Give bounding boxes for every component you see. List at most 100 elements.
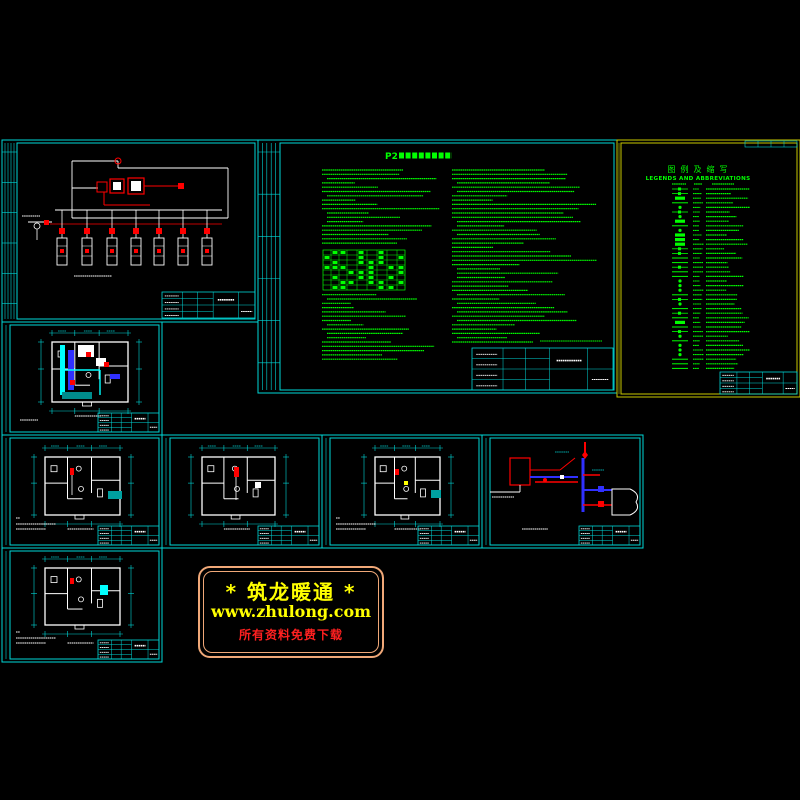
- table-cell-text: [340, 266, 346, 269]
- table-cell-text: [378, 281, 384, 284]
- table-cell-text: [398, 256, 404, 259]
- terminal-unit-detail: [205, 249, 209, 253]
- sheet-floor-plan-1: [1, 321, 163, 436]
- duct-cyan: [60, 345, 65, 395]
- sheet-floor-plan-2: [1, 434, 163, 549]
- drawing-frame: [620, 142, 798, 395]
- table-cell-text: [368, 281, 374, 284]
- fan-coil-icon: [104, 362, 109, 367]
- sheet-design-notes: [257, 139, 618, 394]
- revision-box: [744, 140, 798, 148]
- fixture-icon: [75, 465, 82, 472]
- entrance-door: [230, 514, 241, 520]
- duct-blue: [110, 374, 120, 379]
- entrance-door: [82, 401, 92, 407]
- fixture-icon: [379, 465, 387, 473]
- legend-symbol-block: [675, 196, 685, 200]
- drawing-frame: [279, 142, 615, 391]
- heat-exchanger-core: [131, 181, 141, 191]
- entrance-door: [400, 514, 410, 520]
- terminal-unit-icon: [81, 237, 93, 266]
- sheet-floor-plan-4: [321, 434, 483, 549]
- sheet-system-diagram: [481, 434, 644, 549]
- valve-icon: [178, 183, 184, 189]
- valve-icon: [582, 451, 588, 459]
- fixture-icon: [234, 485, 240, 492]
- sheet-border: [1, 547, 163, 663]
- table-cell-text: [332, 286, 338, 289]
- heat-exchanger-core: [113, 182, 121, 190]
- equipment-block: [255, 482, 261, 488]
- sheet-floor-plan-5: [1, 547, 163, 663]
- duct-teal: [108, 491, 122, 499]
- sheet-border: [1, 139, 259, 323]
- fan-coil-icon: [70, 578, 74, 584]
- terminal-unit-detail: [181, 249, 185, 253]
- title-block: [719, 371, 798, 395]
- terminal-unit-icon: [106, 237, 118, 266]
- table-cell-text: [340, 281, 346, 284]
- legend-symbol-dot: [678, 353, 682, 357]
- valve-icon: [44, 220, 49, 225]
- title-block: [97, 412, 160, 433]
- entrance-door: [74, 514, 85, 520]
- fan-coil-icon: [234, 467, 239, 477]
- legend-title-en: LEGENDS AND ABBREVIATIONS: [646, 176, 751, 182]
- floor-plan: [188, 445, 289, 527]
- table-cell-text: [332, 251, 338, 254]
- legend-symbol-block: [678, 210, 681, 214]
- title-block: [578, 525, 641, 546]
- valve-icon: [204, 228, 210, 234]
- notes-column-left: [322, 169, 440, 360]
- watermark-slogan: 所有资料免费下载: [238, 628, 343, 642]
- terminal-unit-detail: [85, 249, 89, 253]
- legend-symbol-block: [678, 311, 681, 315]
- valve-icon: [598, 501, 604, 507]
- legend-symbol-dot: [678, 215, 682, 219]
- drawing-frame: [16, 142, 256, 320]
- drawing-frame: [9, 437, 160, 546]
- sheet-border: [257, 139, 618, 394]
- legend-symbol-block: [675, 242, 685, 246]
- fixture-icon: [85, 372, 92, 378]
- title-block: [257, 525, 320, 546]
- table-cell-text: [324, 256, 330, 259]
- legend-symbol-block: [675, 233, 685, 237]
- terminal-unit-detail: [157, 249, 161, 253]
- table-cell-text: [398, 266, 404, 269]
- terminal-unit-detail: [60, 249, 64, 253]
- fixture-icon: [78, 485, 84, 492]
- table-cell-text: [388, 266, 394, 269]
- watermark-brand: * 筑龙暖通 *: [225, 580, 357, 604]
- legend-symbol-block: [678, 247, 681, 251]
- fixture-icon: [50, 576, 58, 583]
- fixture-icon: [252, 488, 259, 498]
- sheet-border: [616, 139, 800, 398]
- legend-symbol-dot: [678, 348, 682, 352]
- table-cell-text: [358, 271, 364, 274]
- terminal-unit-icon: [130, 237, 142, 266]
- design-notes-title-prefix: P2: [385, 152, 398, 162]
- table-cell-text: [332, 261, 338, 264]
- legend-symbol-block: [675, 238, 685, 242]
- table-cell-text: [368, 276, 374, 279]
- legend-symbol-block: [678, 192, 681, 196]
- legend-symbol-block: [678, 297, 681, 301]
- fan-coil-icon: [70, 380, 75, 385]
- table-cell-text: [388, 276, 394, 279]
- table-cell-text: [368, 271, 374, 274]
- legend-symbol-dot: [678, 334, 682, 338]
- watermark-inner-border: * 筑龙暖通 * www.zhulong.com 所有资料免费下载: [203, 571, 379, 653]
- duct-teal: [62, 392, 92, 399]
- terminal-unit-icon: [177, 237, 189, 266]
- valve-icon: [59, 228, 65, 234]
- system-schematic: [22, 157, 229, 277]
- title-block: [97, 525, 160, 546]
- fan-coil-icon: [86, 352, 91, 357]
- title-block: [471, 347, 614, 391]
- title-block: [417, 525, 480, 546]
- expansion-tank-icon: [114, 157, 122, 165]
- legend-symbol-dot: [678, 284, 682, 288]
- fixture-icon: [403, 485, 410, 492]
